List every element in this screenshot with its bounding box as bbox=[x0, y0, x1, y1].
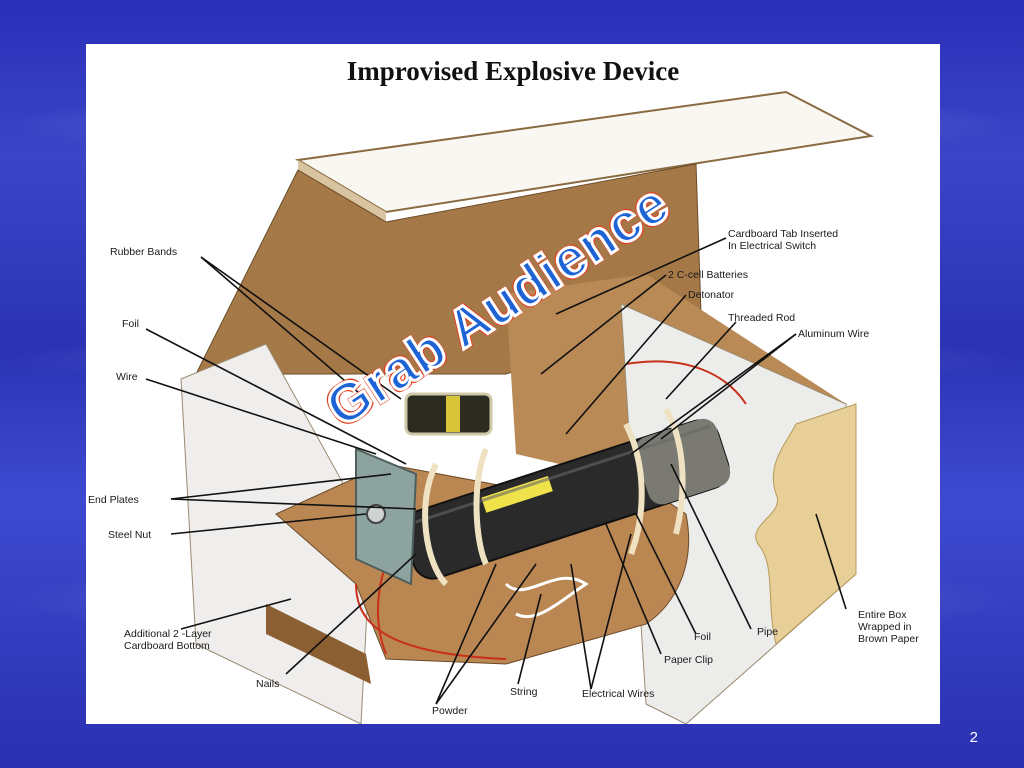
rubber-band bbox=[473, 447, 489, 566]
label-wire: Wire bbox=[116, 371, 138, 383]
label-threaded-rod: Threaded Rod bbox=[728, 312, 796, 324]
label-foil-left: Foil bbox=[122, 318, 139, 330]
label-string: String bbox=[510, 686, 538, 698]
label-cardboard-tab: Cardboard Tab Inserted In Electrical Swi… bbox=[728, 228, 839, 252]
label-powder: Powder bbox=[432, 705, 468, 717]
brown-paper-wrap bbox=[755, 403, 857, 645]
box-front-wall bbox=[180, 343, 372, 724]
label-steel-nut: Steel Nut bbox=[108, 529, 152, 541]
label-rubber-bands: Rubber Bands bbox=[110, 246, 178, 258]
label-electrical-wires: Electrical Wires bbox=[582, 688, 655, 700]
battery-label bbox=[446, 396, 460, 432]
box-lid-edge bbox=[298, 160, 386, 222]
label-foil-right: Foil bbox=[694, 631, 711, 643]
rubber-band bbox=[422, 462, 449, 587]
steel-nut bbox=[366, 504, 386, 524]
label-detonator: Detonator bbox=[688, 289, 735, 301]
slide-title: Improvised Explosive Device bbox=[346, 56, 680, 86]
label-pipe: Pipe bbox=[757, 626, 779, 638]
rubber-band bbox=[623, 422, 645, 556]
end-plate bbox=[355, 447, 418, 586]
ied-diagram bbox=[145, 90, 875, 724]
leader-lines bbox=[145, 237, 847, 705]
page-number: 2 bbox=[969, 729, 978, 746]
label-end-plates: End Plates bbox=[88, 494, 139, 506]
label-aluminum-wire: Aluminum Wire bbox=[798, 328, 870, 340]
rubber-band bbox=[663, 407, 686, 535]
label-brown-paper: Entire Box Wrapped in Brown Paper bbox=[858, 609, 919, 645]
label-nails: Nails bbox=[256, 678, 280, 690]
label-paper-clip: Paper Clip bbox=[664, 654, 714, 666]
label-batteries: 2 C-cell Batteries bbox=[668, 269, 748, 281]
label-cardboard-bottom: Additional 2 -Layer Cardboard Bottom bbox=[124, 628, 212, 652]
diagram-panel: Improvised Explosive Device bbox=[86, 44, 940, 724]
